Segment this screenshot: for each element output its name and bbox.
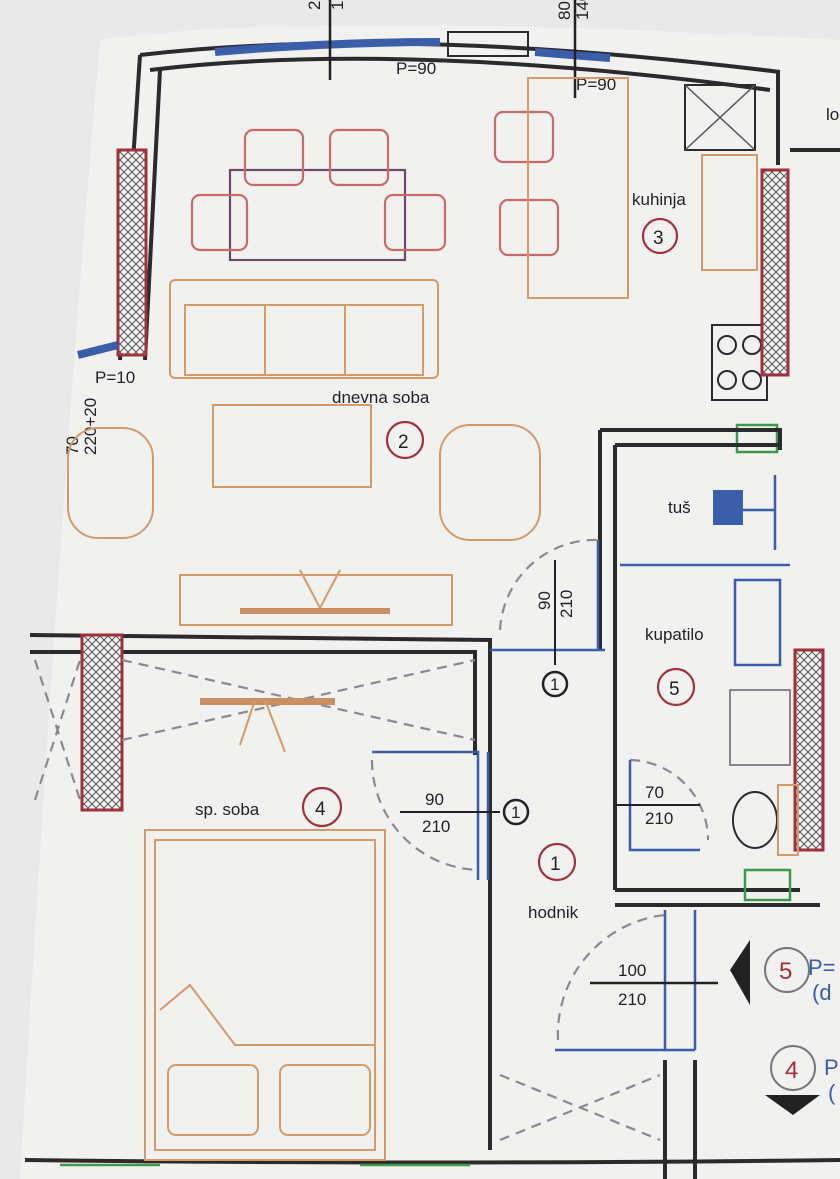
room-name-bathroom: kupatilo — [645, 625, 704, 644]
room-number-bedroom: 4 — [315, 799, 326, 820]
door-living-hall — [490, 538, 605, 652]
left-wall — [77, 54, 162, 361]
room-name-kitchen: kuhinja — [632, 190, 686, 209]
room-number-hall: 1 — [550, 854, 561, 875]
top-dim-left-a: 2 — [305, 1, 324, 10]
legend-5-text-b: (d — [812, 980, 832, 1005]
room-number-living: 2 — [398, 432, 409, 453]
legend-5-number: 5 — [779, 958, 792, 985]
door-2-width: 90 — [425, 790, 444, 809]
top-wall — [139, 0, 781, 98]
window-label-living-left: P=90 — [396, 59, 436, 78]
legend-marker-4 — [765, 1045, 820, 1115]
door-4-width: 100 — [618, 961, 646, 980]
window-label-living-right: P=90 — [576, 75, 616, 94]
shower-label: tuš — [668, 498, 691, 517]
room-name-bedroom: sp. soba — [195, 800, 260, 819]
bed — [144, 829, 386, 1161]
legend-4-text-b: ( — [828, 1080, 836, 1105]
door-3-width: 70 — [645, 783, 664, 802]
legend-marker-5 — [730, 940, 810, 1005]
legend-5-text-a: P= — [808, 955, 836, 980]
top-dim-right-b: 140 — [573, 0, 592, 20]
kitchen-counter — [684, 70, 840, 454]
door-3-height: 210 — [645, 809, 673, 828]
top-dim-left-b: 1 — [328, 1, 347, 10]
side-dim-sill: 220+20 — [81, 398, 100, 455]
window-label-side: P=10 — [95, 368, 135, 387]
partial-room-label: lo — [826, 105, 839, 124]
room-number-kitchen: 3 — [653, 228, 664, 249]
room-name-living: dnevna soba — [332, 388, 430, 407]
door-2-height: 210 — [422, 817, 450, 836]
door-4-height: 210 — [618, 990, 646, 1009]
bathroom-fixtures — [620, 475, 799, 902]
top-dim-right-a: 80 — [555, 1, 574, 20]
room-name-hall: hodnik — [528, 903, 579, 922]
door-1-marker: 1 — [550, 675, 559, 694]
side-dim-height: 70 — [63, 436, 82, 455]
door-1-width: 90 — [535, 591, 554, 610]
dining-set — [190, 77, 629, 299]
legend-4-text-a: P — [824, 1055, 839, 1080]
interior-walls — [24, 428, 840, 1167]
room-number-bathroom: 5 — [669, 679, 680, 700]
door-2-marker: 1 — [511, 803, 520, 822]
living-furniture — [67, 279, 541, 626]
legend-4-number: 4 — [785, 1057, 798, 1084]
door-1-height: 210 — [557, 590, 576, 618]
